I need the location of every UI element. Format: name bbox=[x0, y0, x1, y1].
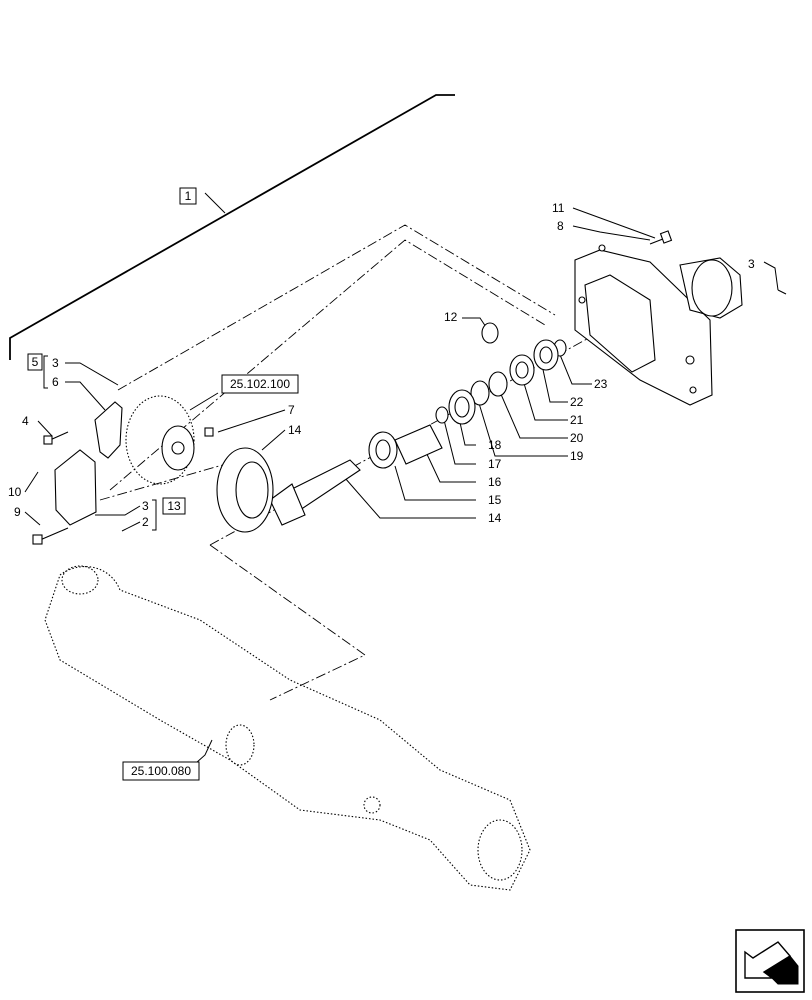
differential-part bbox=[125, 395, 195, 485]
callout-12: 12 bbox=[444, 310, 458, 324]
svg-text:25.102.100: 25.102.100 bbox=[230, 377, 290, 391]
ring-gear-part bbox=[216, 447, 274, 533]
pinion-shaft-part bbox=[269, 459, 361, 526]
callout-6: 6 bbox=[52, 375, 59, 389]
callout-18: 18 bbox=[488, 438, 502, 452]
kit-ref-box-13[interactable]: 13 bbox=[152, 497, 186, 531]
callout-10: 10 bbox=[8, 485, 22, 499]
callout-3: 3 bbox=[52, 356, 59, 370]
callout-19: 19 bbox=[570, 449, 584, 463]
callout-3: 3 bbox=[142, 499, 149, 513]
callout-20: 20 bbox=[570, 431, 584, 445]
assembly-ref-box[interactable]: 1 bbox=[179, 187, 197, 205]
bearing-cap-part bbox=[54, 401, 123, 526]
callout-8: 8 bbox=[557, 219, 564, 233]
svg-text:13: 13 bbox=[167, 499, 181, 513]
differential-ref-box[interactable]: 25.102.100 bbox=[221, 374, 299, 394]
callout-3: 3 bbox=[748, 257, 755, 271]
callout-22: 22 bbox=[570, 395, 584, 409]
small-bolts bbox=[32, 427, 214, 545]
axle-housing-part bbox=[44, 565, 531, 891]
callout-2: 2 bbox=[142, 515, 149, 529]
svg-text:25.100.080: 25.100.080 bbox=[131, 764, 191, 778]
callout-9: 9 bbox=[14, 505, 21, 519]
callout-labels: 11 8 3 12 23 22 21 20 19 18 17 16 15 14 … bbox=[8, 201, 755, 529]
callout-11: 11 bbox=[552, 201, 565, 215]
next-page-arrow-icon[interactable] bbox=[735, 929, 805, 993]
leader-lines bbox=[24, 192, 779, 764]
callout-21: 21 bbox=[570, 413, 584, 427]
callout-17: 17 bbox=[488, 457, 502, 471]
kit-ref-box-5[interactable]: 5 bbox=[27, 353, 48, 389]
svg-text:1: 1 bbox=[185, 189, 192, 203]
pin-part bbox=[777, 289, 787, 295]
callout-7: 7 bbox=[288, 403, 295, 417]
drive-housing-part bbox=[574, 244, 743, 406]
callout-14: 14 bbox=[488, 511, 502, 525]
callout-16: 16 bbox=[488, 475, 502, 489]
svg-text:5: 5 bbox=[32, 355, 39, 369]
callout-14: 14 bbox=[288, 423, 302, 437]
callout-4: 4 bbox=[22, 414, 29, 428]
callout-15: 15 bbox=[488, 493, 502, 507]
assembly-bracket-line bbox=[9, 94, 455, 360]
axle-ref-box[interactable]: 25.100.080 bbox=[122, 761, 200, 781]
callout-23: 23 bbox=[594, 377, 608, 391]
bolt-part bbox=[649, 230, 673, 245]
rings-bearings bbox=[368, 322, 567, 469]
